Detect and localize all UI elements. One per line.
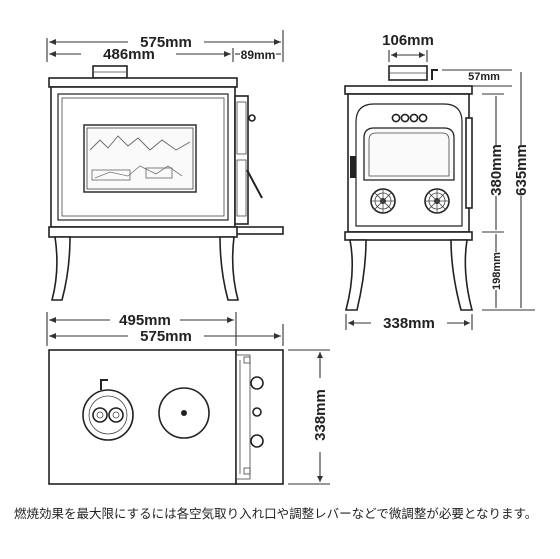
front-side-lever [246, 169, 263, 199]
side-leg-right [450, 239, 474, 311]
side-total-height-label: 635mm [513, 144, 530, 196]
side-air-wheel-right [424, 188, 450, 214]
front-panel-frame [57, 93, 229, 221]
front-leg-left [50, 236, 71, 301]
front-total-width-label: 575mm [140, 34, 192, 51]
top-side-wheel [250, 434, 264, 448]
front-leg-right [219, 236, 240, 301]
side-door-rivet [418, 113, 428, 123]
top-view: 495mm 575mm [46, 312, 330, 485]
front-top-plate [48, 77, 238, 88]
arrow-right [274, 39, 281, 45]
front-side-knob [248, 114, 256, 122]
side-depth-label: 338mm [383, 315, 435, 332]
side-door [355, 103, 463, 227]
stove-dimension-diagram: 575mm 486mm 89mm [46, 30, 535, 485]
caption-note: 燃焼効果を最大限にするには各空気取り入れ口や調整レバーなどで微調整が必要となりま… [14, 507, 538, 521]
side-door-rivet [391, 113, 401, 123]
front-side-shelf [234, 226, 284, 235]
side-leg-left [344, 239, 367, 311]
front-glass-etching [89, 135, 191, 151]
front-side-width-label: 89mm [241, 48, 276, 62]
top-side-shelf [235, 349, 284, 485]
front-view: 575mm 486mm 89mm [46, 30, 284, 301]
side-top-plate [344, 85, 473, 95]
arrow-left [49, 39, 56, 45]
top-body-width-label: 495mm [119, 312, 171, 329]
side-hinge [465, 117, 473, 209]
side-door-handle [350, 156, 356, 178]
top-depth-label: 338mm [312, 389, 329, 441]
side-flue-width-label: 106mm [382, 32, 434, 49]
side-door-rivet [400, 113, 410, 123]
front-base [48, 226, 238, 238]
side-air-wheel-left [370, 188, 396, 214]
arrow-right [224, 51, 231, 57]
arrow-left [49, 51, 56, 57]
side-body-height-label: 380mm [488, 144, 505, 196]
top-side-wheel [250, 376, 264, 390]
front-body-width-label: 486mm [103, 46, 155, 63]
side-damper-handle [431, 69, 438, 80]
side-base [344, 231, 473, 241]
side-flue-height-label: 57mm [468, 71, 500, 83]
side-door-rivet [409, 113, 419, 123]
top-side-knob [252, 407, 262, 417]
side-view: 106mm 57mm [344, 32, 535, 332]
side-door-window [363, 127, 455, 181]
front-glass-window [83, 124, 197, 193]
side-leg-height-label: 198mm [491, 252, 503, 290]
top-hotplate [158, 387, 210, 439]
top-total-width-label: 575mm [140, 328, 192, 345]
top-flue-collar [82, 379, 134, 441]
